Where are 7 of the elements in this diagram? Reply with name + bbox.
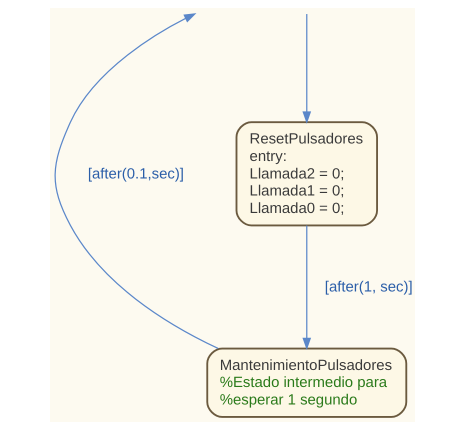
node-box: ResetPulsadores entry: Llamada2 = 0; Llamada1 = 0; Llamada0 = 0; [235, 121, 378, 226]
edge-label: [after(1, sec)] [324, 278, 412, 296]
edge-label: [after(0.1,sec)] [87, 165, 184, 182]
arrow [54, 13, 218, 350]
node-box: MantenimientoPulsadores %Estado intermedio para %esperar 1 segundo [206, 348, 407, 418]
arrow [302, 14, 311, 124]
arrow [302, 226, 311, 350]
